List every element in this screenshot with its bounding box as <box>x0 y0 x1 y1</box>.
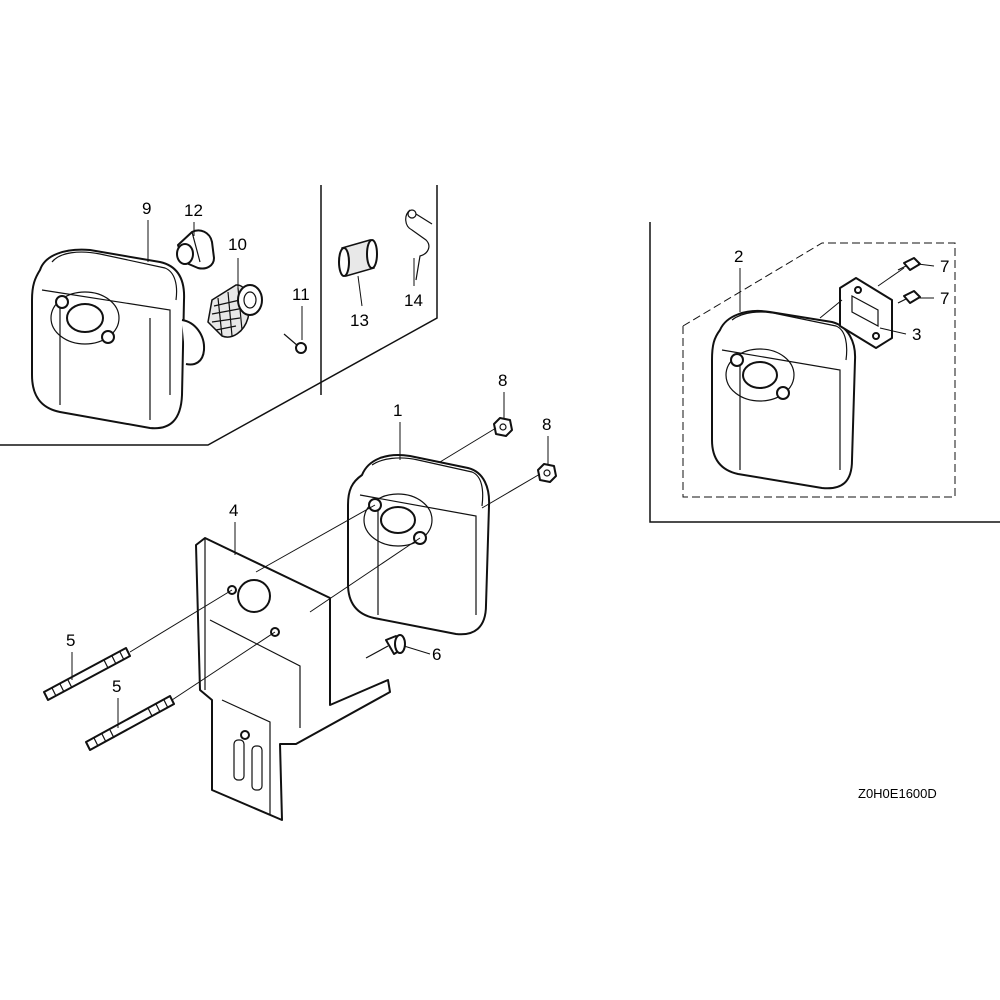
nut-part-8-lower <box>537 463 557 483</box>
callout-4: 4 <box>229 501 238 520</box>
muffler-assembly-part-9 <box>31 248 206 430</box>
callout-5-lower: 5 <box>112 677 121 696</box>
sleeve-part-13 <box>338 239 378 277</box>
bolt-part-7-upper <box>897 257 921 271</box>
clip-part-14 <box>405 209 433 281</box>
diagram-reference-code: Z0H0E1600D <box>858 786 937 801</box>
gasket-part-3 <box>839 277 893 349</box>
nut-part-8-upper <box>493 417 513 437</box>
screw-part-11 <box>283 333 307 354</box>
callout-labels: 1 2 3 4 5 5 6 7 7 8 8 9 10 11 12 13 14 <box>66 199 949 696</box>
stud-bolt-part-5-upper <box>43 647 131 701</box>
bolt-part-7-lower <box>897 290 921 304</box>
callout-13: 13 <box>350 311 369 330</box>
callout-7-upper: 7 <box>940 257 949 276</box>
inset-frame-top-left <box>0 185 438 446</box>
callout-6: 6 <box>432 645 441 664</box>
callout-14: 14 <box>404 291 423 310</box>
callout-10: 10 <box>228 235 247 254</box>
muffler-part-1 <box>347 454 491 636</box>
callout-7-lower: 7 <box>940 289 949 308</box>
alignment-lines <box>129 267 905 701</box>
callout-12: 12 <box>184 201 203 220</box>
muffler-assembly-part-2 <box>711 310 857 490</box>
stud-bolt-part-5-lower <box>85 695 175 751</box>
callout-9: 9 <box>142 199 151 218</box>
callout-5-upper: 5 <box>66 631 75 650</box>
spark-arrester-cap-part-12 <box>176 229 215 270</box>
callout-8-lower: 8 <box>542 415 551 434</box>
spark-arrester-screen-part-10 <box>207 284 263 338</box>
callout-leaders <box>71 220 935 728</box>
muffler-protector-part-4 <box>195 537 391 821</box>
callout-8-upper: 8 <box>498 371 507 390</box>
callout-2: 2 <box>734 247 743 266</box>
callout-1: 1 <box>393 401 402 420</box>
callout-3: 3 <box>912 325 921 344</box>
inset-frame-top-right <box>649 222 1000 523</box>
callout-11: 11 <box>292 285 310 304</box>
flange-bolt-part-6 <box>365 634 406 659</box>
